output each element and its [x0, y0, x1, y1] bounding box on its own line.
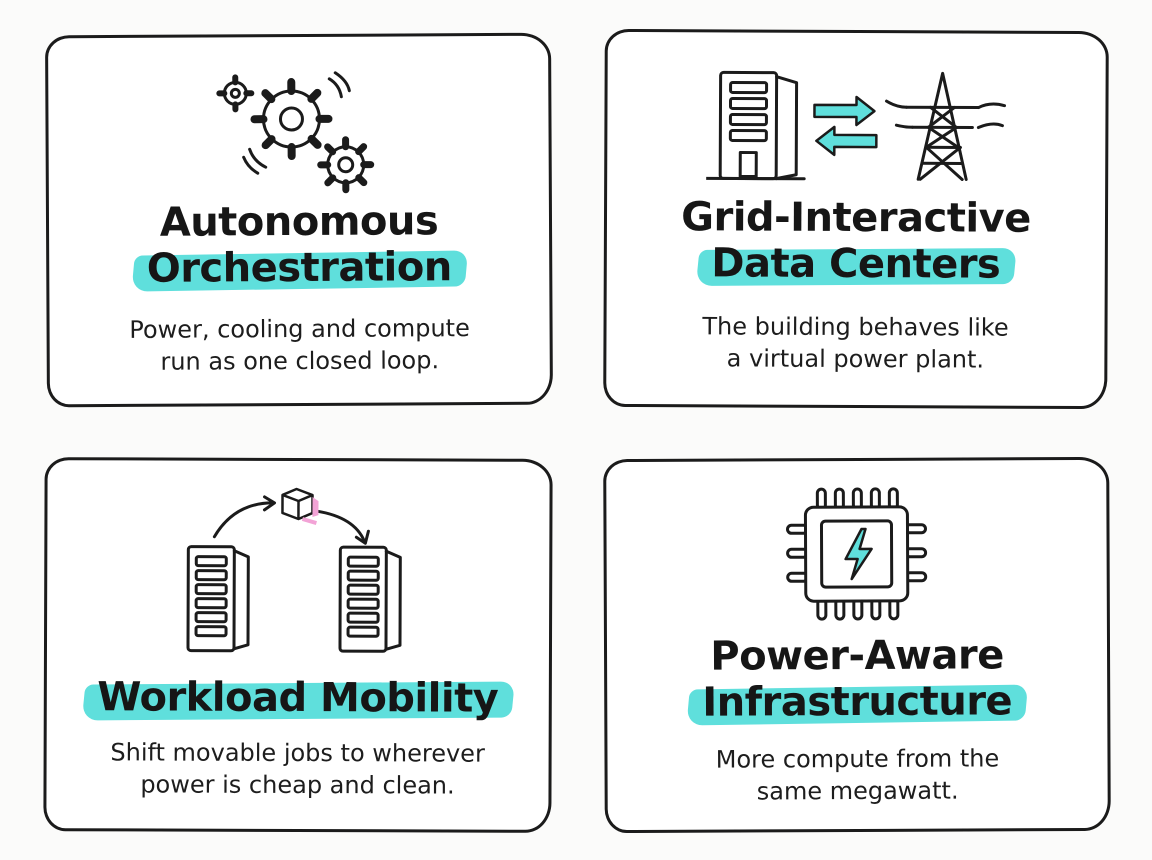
card-description: a virtual power plant.: [726, 344, 985, 374]
card-title-highlight: Infrastructure: [688, 678, 1026, 725]
workload-migration-icon: [186, 487, 402, 653]
card-title-line: Power-Aware: [710, 632, 1004, 680]
server-grid-exchange-icon: [706, 70, 1006, 181]
card-title-highlight: Data Centers: [697, 240, 1014, 287]
power-chip-icon: [785, 487, 928, 621]
card-description: same megawatt.: [756, 776, 959, 806]
card-power-aware: Power-Aware Infrastructure More compute …: [603, 456, 1111, 834]
card-autonomous-orchestration: Autonomous Orchestration Power, cooling …: [45, 32, 553, 408]
card-description: More compute from the: [715, 744, 1000, 774]
card-description: The building behaves like: [702, 312, 1009, 342]
card-description: Power, cooling and compute: [129, 314, 470, 344]
card-title-highlight: Orchestration: [133, 244, 466, 292]
card-description: Shift movable jobs to wherever: [110, 738, 485, 768]
gears-icon: [216, 71, 375, 194]
card-title-highlight: Workload Mobility: [83, 674, 512, 721]
card-description: run as one closed loop.: [160, 346, 440, 376]
card-grid-interactive: Grid-Interactive Data Centers The buildi…: [603, 28, 1109, 410]
card-title-line: Autonomous: [159, 198, 439, 246]
card-title-line: Grid-Interactive: [681, 194, 1031, 242]
card-description: power is cheap and clean.: [140, 770, 455, 800]
card-workload-mobility: Workload Mobility Shift movable jobs to …: [43, 457, 553, 833]
